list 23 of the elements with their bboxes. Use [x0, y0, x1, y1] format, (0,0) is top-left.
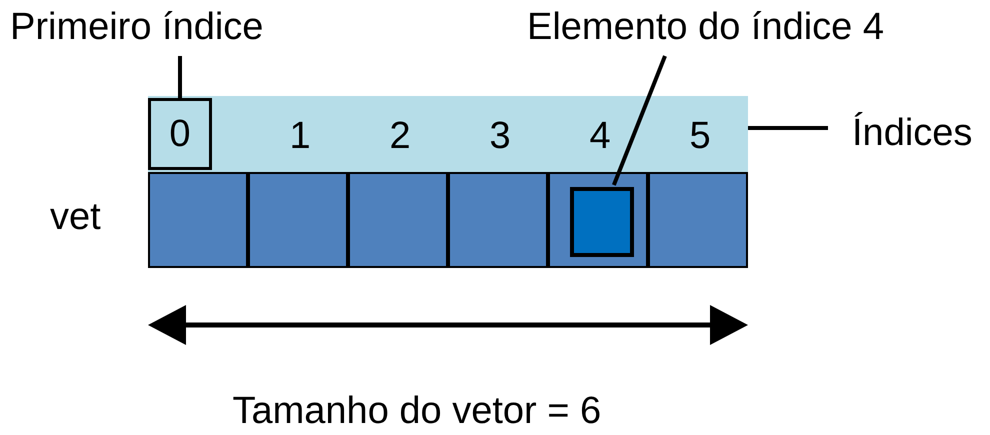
index-number: 1: [290, 117, 311, 155]
index-number: 5: [690, 117, 711, 155]
array-cell: [148, 172, 248, 268]
callout-label: Elemento do índice 4: [527, 8, 884, 54]
leader-line: [748, 126, 828, 130]
array-cell: [348, 172, 448, 268]
array-cell: [648, 172, 748, 268]
callout-label: Índices: [852, 114, 972, 160]
index-band: [148, 96, 748, 172]
leader-line: [178, 56, 182, 98]
array-cell: [548, 172, 648, 268]
index-number: 4: [590, 117, 611, 155]
index-number: 2: [390, 117, 411, 155]
element-square: [570, 187, 634, 257]
index-number: 0: [148, 98, 212, 170]
index-number: 3: [490, 117, 511, 155]
size-label: Tamanho do vetor = 6: [232, 392, 602, 430]
leader-line: [612, 55, 667, 186]
callout-label: Primeiro índice: [10, 8, 264, 54]
array-cell: [248, 172, 348, 268]
array-box: [148, 172, 748, 268]
array-cell: [448, 172, 548, 268]
array-name: vet: [50, 198, 101, 236]
